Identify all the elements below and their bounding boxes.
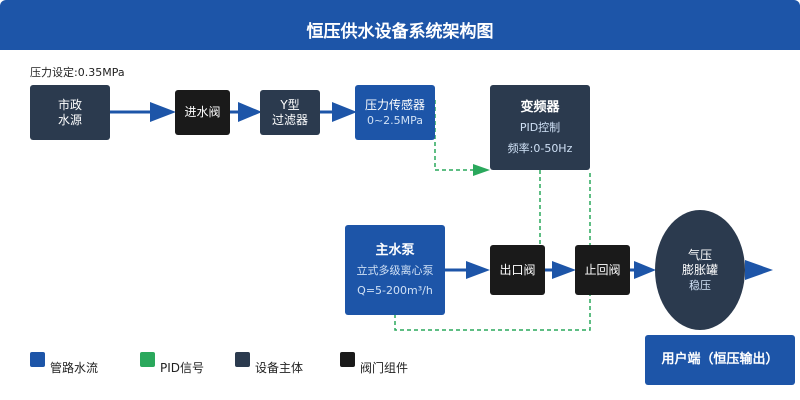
- tank-line3: 稳压: [689, 278, 711, 292]
- legend-swatch-valve: [340, 351, 355, 367]
- y-filter: Y型 过滤器: [260, 90, 320, 135]
- tank-line2: 膨胀罐: [681, 262, 718, 277]
- tank-line1: 气压: [687, 247, 712, 262]
- legend-item-signal: PID信号: [140, 351, 204, 375]
- user-end: 用户端（恒压输出）: [645, 335, 795, 385]
- pressure-sensor-label: 压力传感器: [364, 97, 425, 112]
- vfd-label: 变频器: [520, 100, 560, 115]
- municipal-water-source: 市政 水源: [30, 85, 110, 140]
- main-pump-flow: Q=5-200m³/h: [357, 284, 433, 297]
- legend-item-equipment: 设备主体: [235, 351, 303, 375]
- inlet-valve: 进水阀: [175, 90, 230, 135]
- pipe-arrowhead: [238, 102, 262, 122]
- pipe-arrowhead: [150, 102, 176, 122]
- check-valve: 止回阀: [575, 245, 630, 295]
- legend-item-valve: 阀门组件: [340, 351, 408, 375]
- main-pump: 主水泵 立式多级离心泵 Q=5-200m³/h: [345, 225, 445, 315]
- vfd-control: PID控制: [519, 121, 561, 134]
- header-bar: [0, 0, 800, 50]
- legend-swatch-pipe: [30, 351, 45, 367]
- vfd-frequency: 频率:0-50Hz: [507, 142, 573, 155]
- user-end-label: 用户端（恒压输出）: [661, 352, 779, 367]
- municipal-line2: 水源: [57, 112, 82, 127]
- pressure-setting-note: 压力设定:0.35MPa: [30, 66, 125, 79]
- main-pump-label: 主水泵: [375, 243, 415, 258]
- pipe-arrowhead: [332, 102, 357, 122]
- check-valve-label: 止回阀: [584, 262, 621, 277]
- legend-label-pipe: 管路水流: [50, 360, 99, 375]
- signal-sensor-to-vfd: [434, 100, 484, 171]
- legend-item-pipe: 管路水流: [30, 351, 98, 375]
- legend-swatch-signal: [140, 351, 155, 367]
- main-pump-type: 立式多级离心泵: [356, 264, 434, 277]
- pipe-arrowhead: [634, 261, 656, 279]
- signal-arrowhead: [473, 164, 490, 176]
- pipe-arrowhead: [466, 261, 490, 279]
- inlet-valve-label: 进水阀: [184, 105, 221, 119]
- legend-label-valve: 阀门组件: [360, 360, 409, 375]
- legend-swatch-equipment: [235, 351, 250, 367]
- legend-label-signal: PID信号: [160, 360, 205, 375]
- pressure-sensor-range: 0~2.5MPa: [366, 113, 424, 127]
- pipe-arrowhead: [745, 260, 773, 280]
- legend-label-equipment: 设备主体: [255, 360, 304, 375]
- y-filter-line1: Y型: [280, 97, 300, 112]
- pressure-sensor: 压力传感器 0~2.5MPa: [355, 85, 435, 140]
- outlet-valve-label: 出口阀: [499, 262, 536, 277]
- outlet-valve: 出口阀: [490, 245, 545, 295]
- y-filter-line2: 过滤器: [271, 112, 308, 127]
- diagram-title: 恒压供水设备系统架构图: [306, 22, 494, 42]
- pipe-arrowhead: [552, 261, 576, 279]
- municipal-line1: 市政: [57, 97, 82, 112]
- expansion-tank: 气压 膨胀罐 稳压: [655, 210, 745, 330]
- vfd: 变频器 PID控制 频率:0-50Hz: [490, 85, 590, 170]
